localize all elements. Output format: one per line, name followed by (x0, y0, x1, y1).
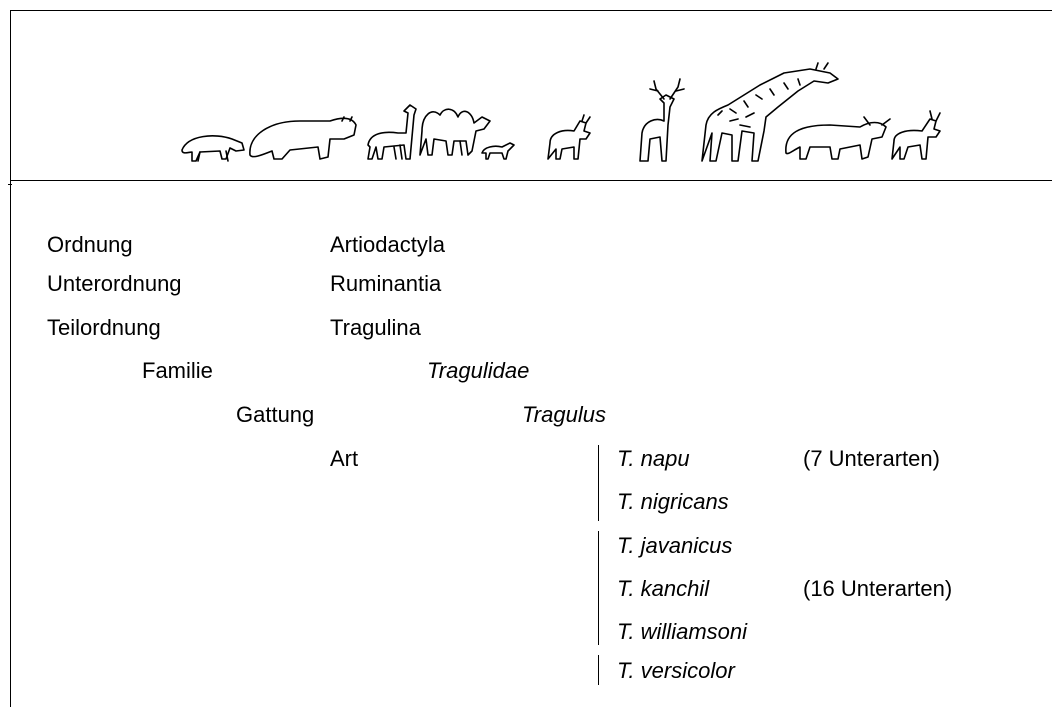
species-note: (16 Unterarten) (803, 576, 952, 602)
species-name: T. napu (617, 446, 690, 472)
rank-familie: Familie (142, 358, 213, 384)
taxon-familie: Tragulidae (427, 358, 529, 384)
llama-icon (368, 105, 416, 159)
species-name: T. nigricans (617, 489, 729, 515)
taxon-ordnung: Artiodactyla (330, 232, 445, 258)
rank-art: Art (330, 446, 358, 472)
rank-gattung: Gattung (236, 402, 314, 428)
chevrotain-icon (482, 143, 514, 159)
pig-icon (182, 136, 244, 161)
banner-divider (10, 180, 1052, 181)
taxon-teilordnung: Tragulina (330, 315, 421, 341)
species-group-bar-3 (598, 655, 599, 685)
species-name: T. versicolor (617, 658, 735, 684)
rank-ordnung: Ordnung (47, 232, 133, 258)
species-name: T. kanchil (617, 576, 709, 602)
rank-teilordnung: Teilordnung (47, 315, 161, 341)
species-group-bar-1 (598, 445, 599, 521)
taxon-gattung: Tragulus (522, 402, 606, 428)
species-name: T. williamsoni (617, 619, 747, 645)
hippopotamus-icon (250, 117, 356, 159)
species-group-bar-2 (598, 531, 599, 645)
species-note: (7 Unterarten) (803, 446, 940, 472)
buffalo-icon (786, 117, 890, 159)
antelope-icon (548, 115, 590, 159)
deer-icon (640, 79, 684, 161)
camel-icon (420, 109, 490, 155)
species-name: T. javanicus (617, 533, 732, 559)
artiodactyl-banner (170, 55, 960, 175)
taxon-unterordnung: Ruminantia (330, 271, 441, 297)
margin-tick (8, 184, 12, 185)
roe-deer-icon (892, 111, 940, 159)
rank-unterordnung: Unterordnung (47, 271, 182, 297)
